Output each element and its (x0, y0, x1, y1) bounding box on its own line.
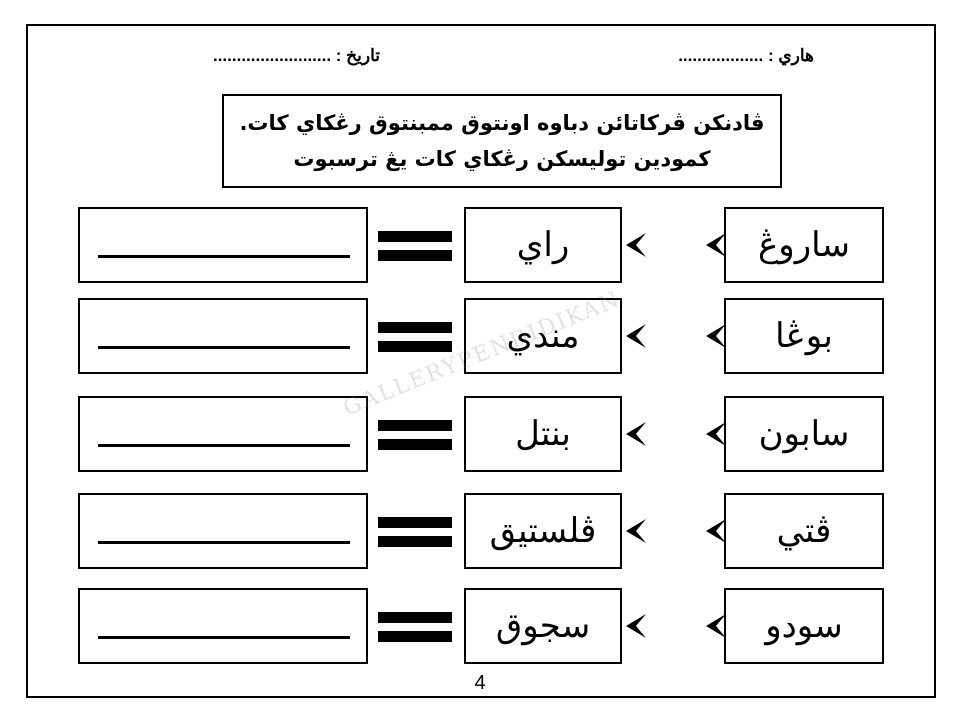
answer-box[interactable] (78, 588, 368, 664)
answer-box[interactable] (78, 493, 368, 569)
word-box: سودو (724, 588, 884, 664)
equals-icon (378, 420, 452, 450)
worksheet-frame (26, 24, 936, 698)
word-box: ڤتي (724, 493, 884, 569)
instructions-line-2: كمودين توليسكن رڠكاي كات يڠ ترسبوت (293, 147, 711, 171)
word-box: سابون (724, 396, 884, 472)
equals-icon (378, 517, 452, 547)
arrow-left-icon (626, 422, 646, 446)
answer-line (98, 636, 350, 639)
date-field-label: تاريخ : ......................... (212, 46, 380, 65)
answer-box[interactable] (78, 207, 368, 283)
equals-icon (378, 322, 452, 352)
pair-word-box: ڤلستيق (464, 493, 622, 569)
instructions-line-1: ڤادنكن ڤركاتائن دباوه اونتوق ممبنتوق رڠك… (239, 111, 765, 135)
day-field-label: هاري : .................. (678, 46, 814, 65)
matching-row: بوڠا مندي (0, 298, 960, 374)
word-box: ساروڠ (724, 207, 884, 283)
arrow-left-icon (706, 614, 726, 638)
arrow-left-icon (706, 233, 726, 257)
answer-line (98, 346, 350, 349)
pair-word-box: سجوق (464, 588, 622, 664)
pair-word-box: بنتل (464, 396, 622, 472)
arrow-left-icon (626, 519, 646, 543)
arrow-left-icon (706, 324, 726, 348)
answer-box[interactable] (78, 396, 368, 472)
pair-word-box: راي (464, 207, 622, 283)
arrow-left-icon (626, 614, 646, 638)
page-number: 4 (474, 672, 486, 694)
instructions-box: ڤادنكن ڤركاتائن دباوه اونتوق ممبنتوق رڠك… (222, 94, 782, 188)
equals-icon (378, 612, 452, 642)
answer-line (98, 444, 350, 447)
arrow-left-icon (626, 324, 646, 348)
arrow-left-icon (626, 233, 646, 257)
matching-row: سودو سجوق (0, 588, 960, 664)
arrow-left-icon (706, 422, 726, 446)
equals-icon (378, 231, 452, 261)
matching-row: ڤتي ڤلستيق (0, 493, 960, 569)
matching-row: سابون بنتل (0, 396, 960, 472)
arrow-left-icon (706, 519, 726, 543)
answer-line (98, 541, 350, 544)
answer-line (98, 255, 350, 258)
answer-box[interactable] (78, 298, 368, 374)
matching-row: ساروڠ راي (0, 207, 960, 283)
word-box: بوڠا (724, 298, 884, 374)
pair-word-box: مندي (464, 298, 622, 374)
